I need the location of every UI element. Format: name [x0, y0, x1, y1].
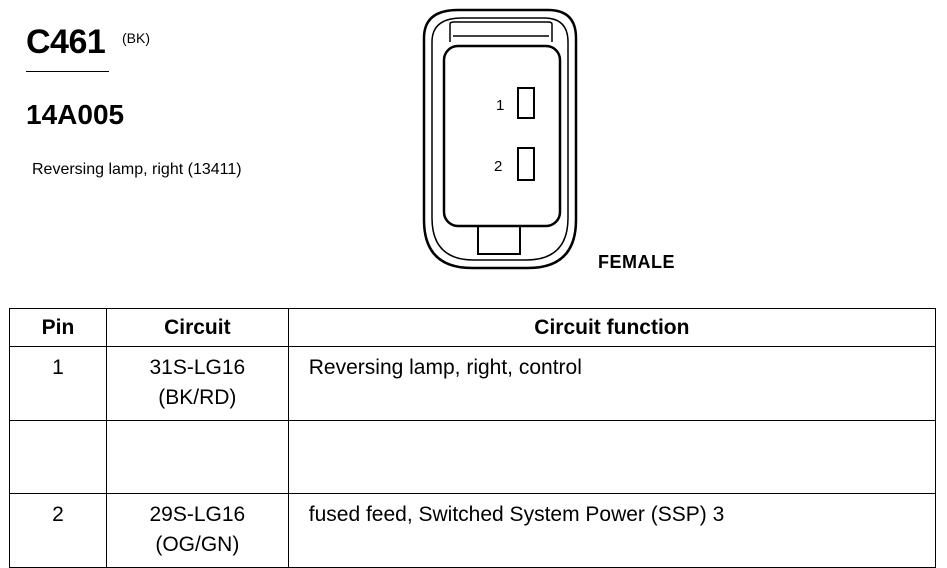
connector-id-underline: [26, 71, 109, 72]
row-pin: 1: [9, 346, 107, 421]
pin-table: Pin Circuit Circuit function 1 31S-LG16 …: [9, 308, 937, 568]
header-pin: Pin: [9, 308, 107, 347]
row-separator: [9, 420, 937, 494]
row-circuit: 29S-LG16 (OG/GN): [105, 493, 289, 568]
connector-color-code: (BK): [122, 30, 150, 46]
pin-2-label: 2: [494, 158, 502, 175]
circuit-code: 29S-LG16: [149, 503, 246, 526]
circuit-code: 31S-LG16: [149, 356, 246, 379]
connector-key: [477, 226, 521, 255]
row-function: Reversing lamp, right, control: [287, 346, 937, 421]
connector-gender: FEMALE: [598, 252, 675, 272]
row-function: fused feed, Switched System Power (SSP) …: [287, 493, 937, 568]
part-number: 14A005: [26, 99, 125, 130]
pin-1-terminal: [517, 87, 535, 119]
wire-color: (BK/RD): [158, 386, 237, 409]
pin-2-terminal: [517, 147, 535, 181]
connector-outer-housing: [422, 8, 578, 270]
connector-id: C461: [26, 23, 106, 61]
pin-table-header: Pin Circuit Circuit function: [9, 308, 937, 347]
header-circuit-function: Circuit function: [287, 308, 937, 347]
wire-color: (OG/GN): [155, 533, 240, 556]
header-circuit: Circuit: [105, 308, 289, 347]
row-circuit: 31S-LG16 (BK/RD): [105, 346, 289, 421]
connector-description: Reversing lamp, right (13411): [32, 161, 242, 178]
connector-face-diagram: 1 2: [422, 8, 578, 270]
pin-1-label: 1: [496, 97, 504, 114]
connector-cavity: [442, 44, 562, 228]
connector-latch: [449, 21, 553, 42]
table-row: 2 29S-LG16 (OG/GN) fused feed, Switched …: [9, 493, 937, 568]
table-row: 1 31S-LG16 (BK/RD) Reversing lamp, right…: [9, 346, 937, 421]
connector-inner-housing: [431, 17, 569, 261]
row-pin: 2: [9, 493, 107, 568]
